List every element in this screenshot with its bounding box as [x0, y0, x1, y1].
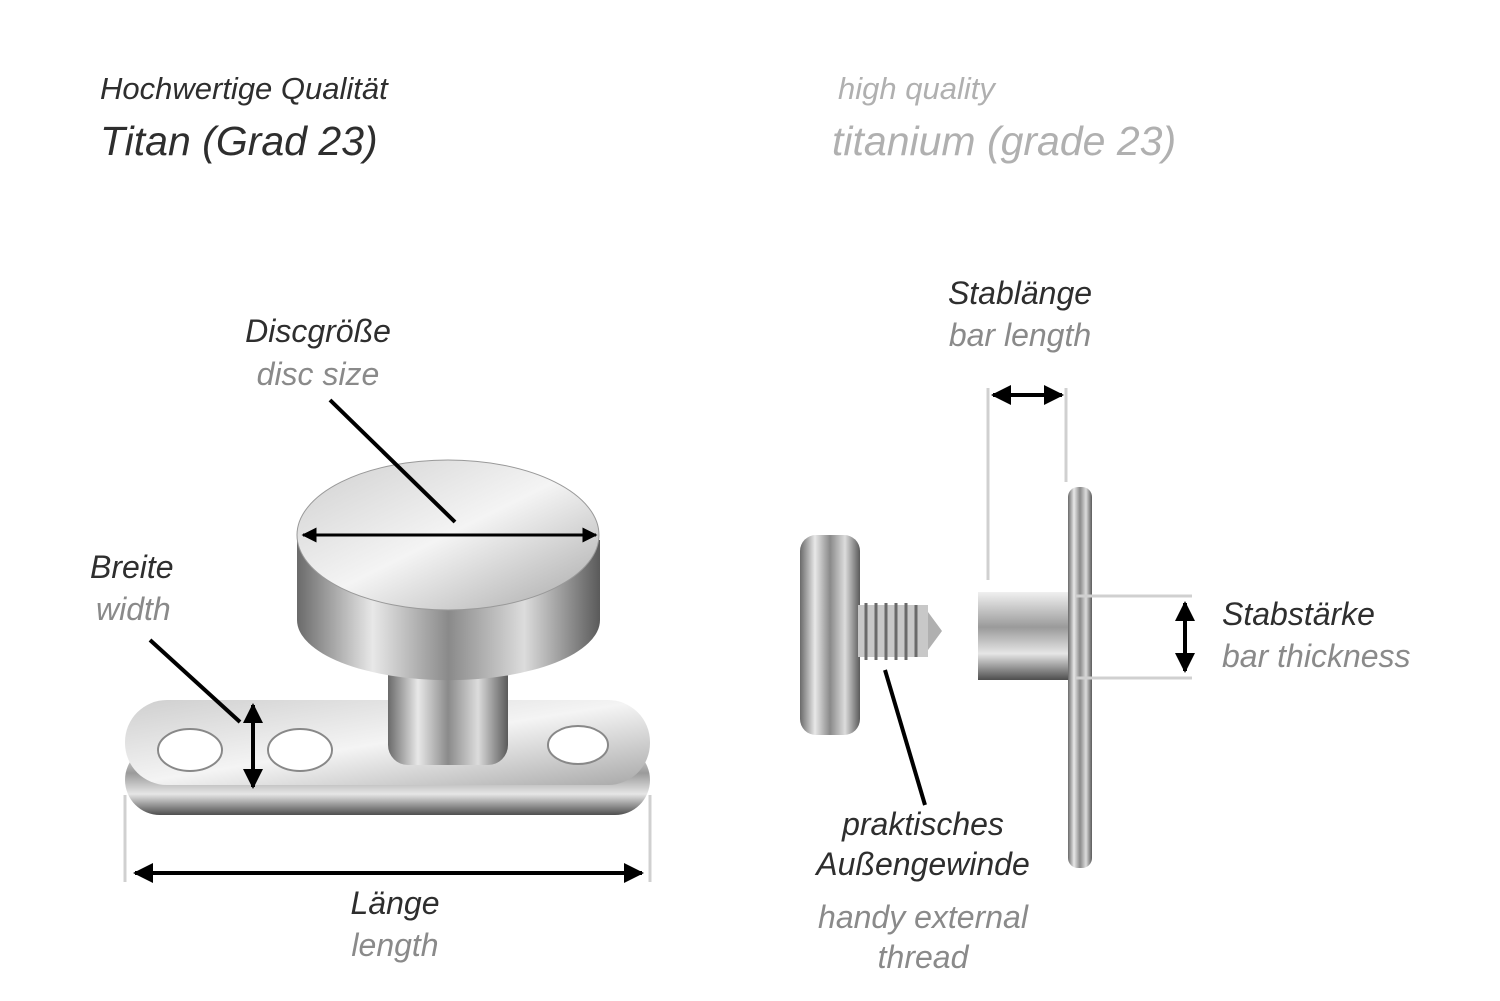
bar-length-label-de: Stablänge: [948, 275, 1092, 311]
thread-leader-line: [883, 669, 927, 806]
material-title-de: Titan (Grad 23): [100, 118, 378, 164]
bar-thickness-label-de: Stabstärke: [1222, 596, 1375, 632]
disc-size-leader-line: [328, 398, 457, 524]
width-label-en: width: [96, 591, 171, 627]
dermal-anchor-side-view: [800, 487, 1092, 868]
thread-label-en-line2: thread: [878, 939, 970, 975]
bar-thickness-label-en: bar thickness: [1222, 638, 1411, 674]
quality-label-en: high quality: [838, 71, 997, 106]
length-label-en: length: [351, 927, 438, 963]
quality-label-de: Hochwertige Qualität: [100, 71, 389, 106]
dermal-anchor-image: [125, 459, 650, 815]
length-label-de: Länge: [351, 885, 440, 921]
bar-length-label-en: bar length: [949, 317, 1091, 353]
width-leader-line: [148, 638, 242, 724]
width-label-de: Breite: [90, 549, 174, 585]
material-title-en: titanium (grade 23): [832, 118, 1176, 164]
thread-label-de-line2: Außengewinde: [814, 846, 1029, 882]
thread-label-en-line1: handy external: [818, 899, 1029, 935]
disc-size-label-en: disc size: [257, 356, 380, 392]
disc-size-label-de: Discgröße: [245, 313, 391, 349]
thread-label-de-line1: praktisches: [841, 806, 1004, 842]
